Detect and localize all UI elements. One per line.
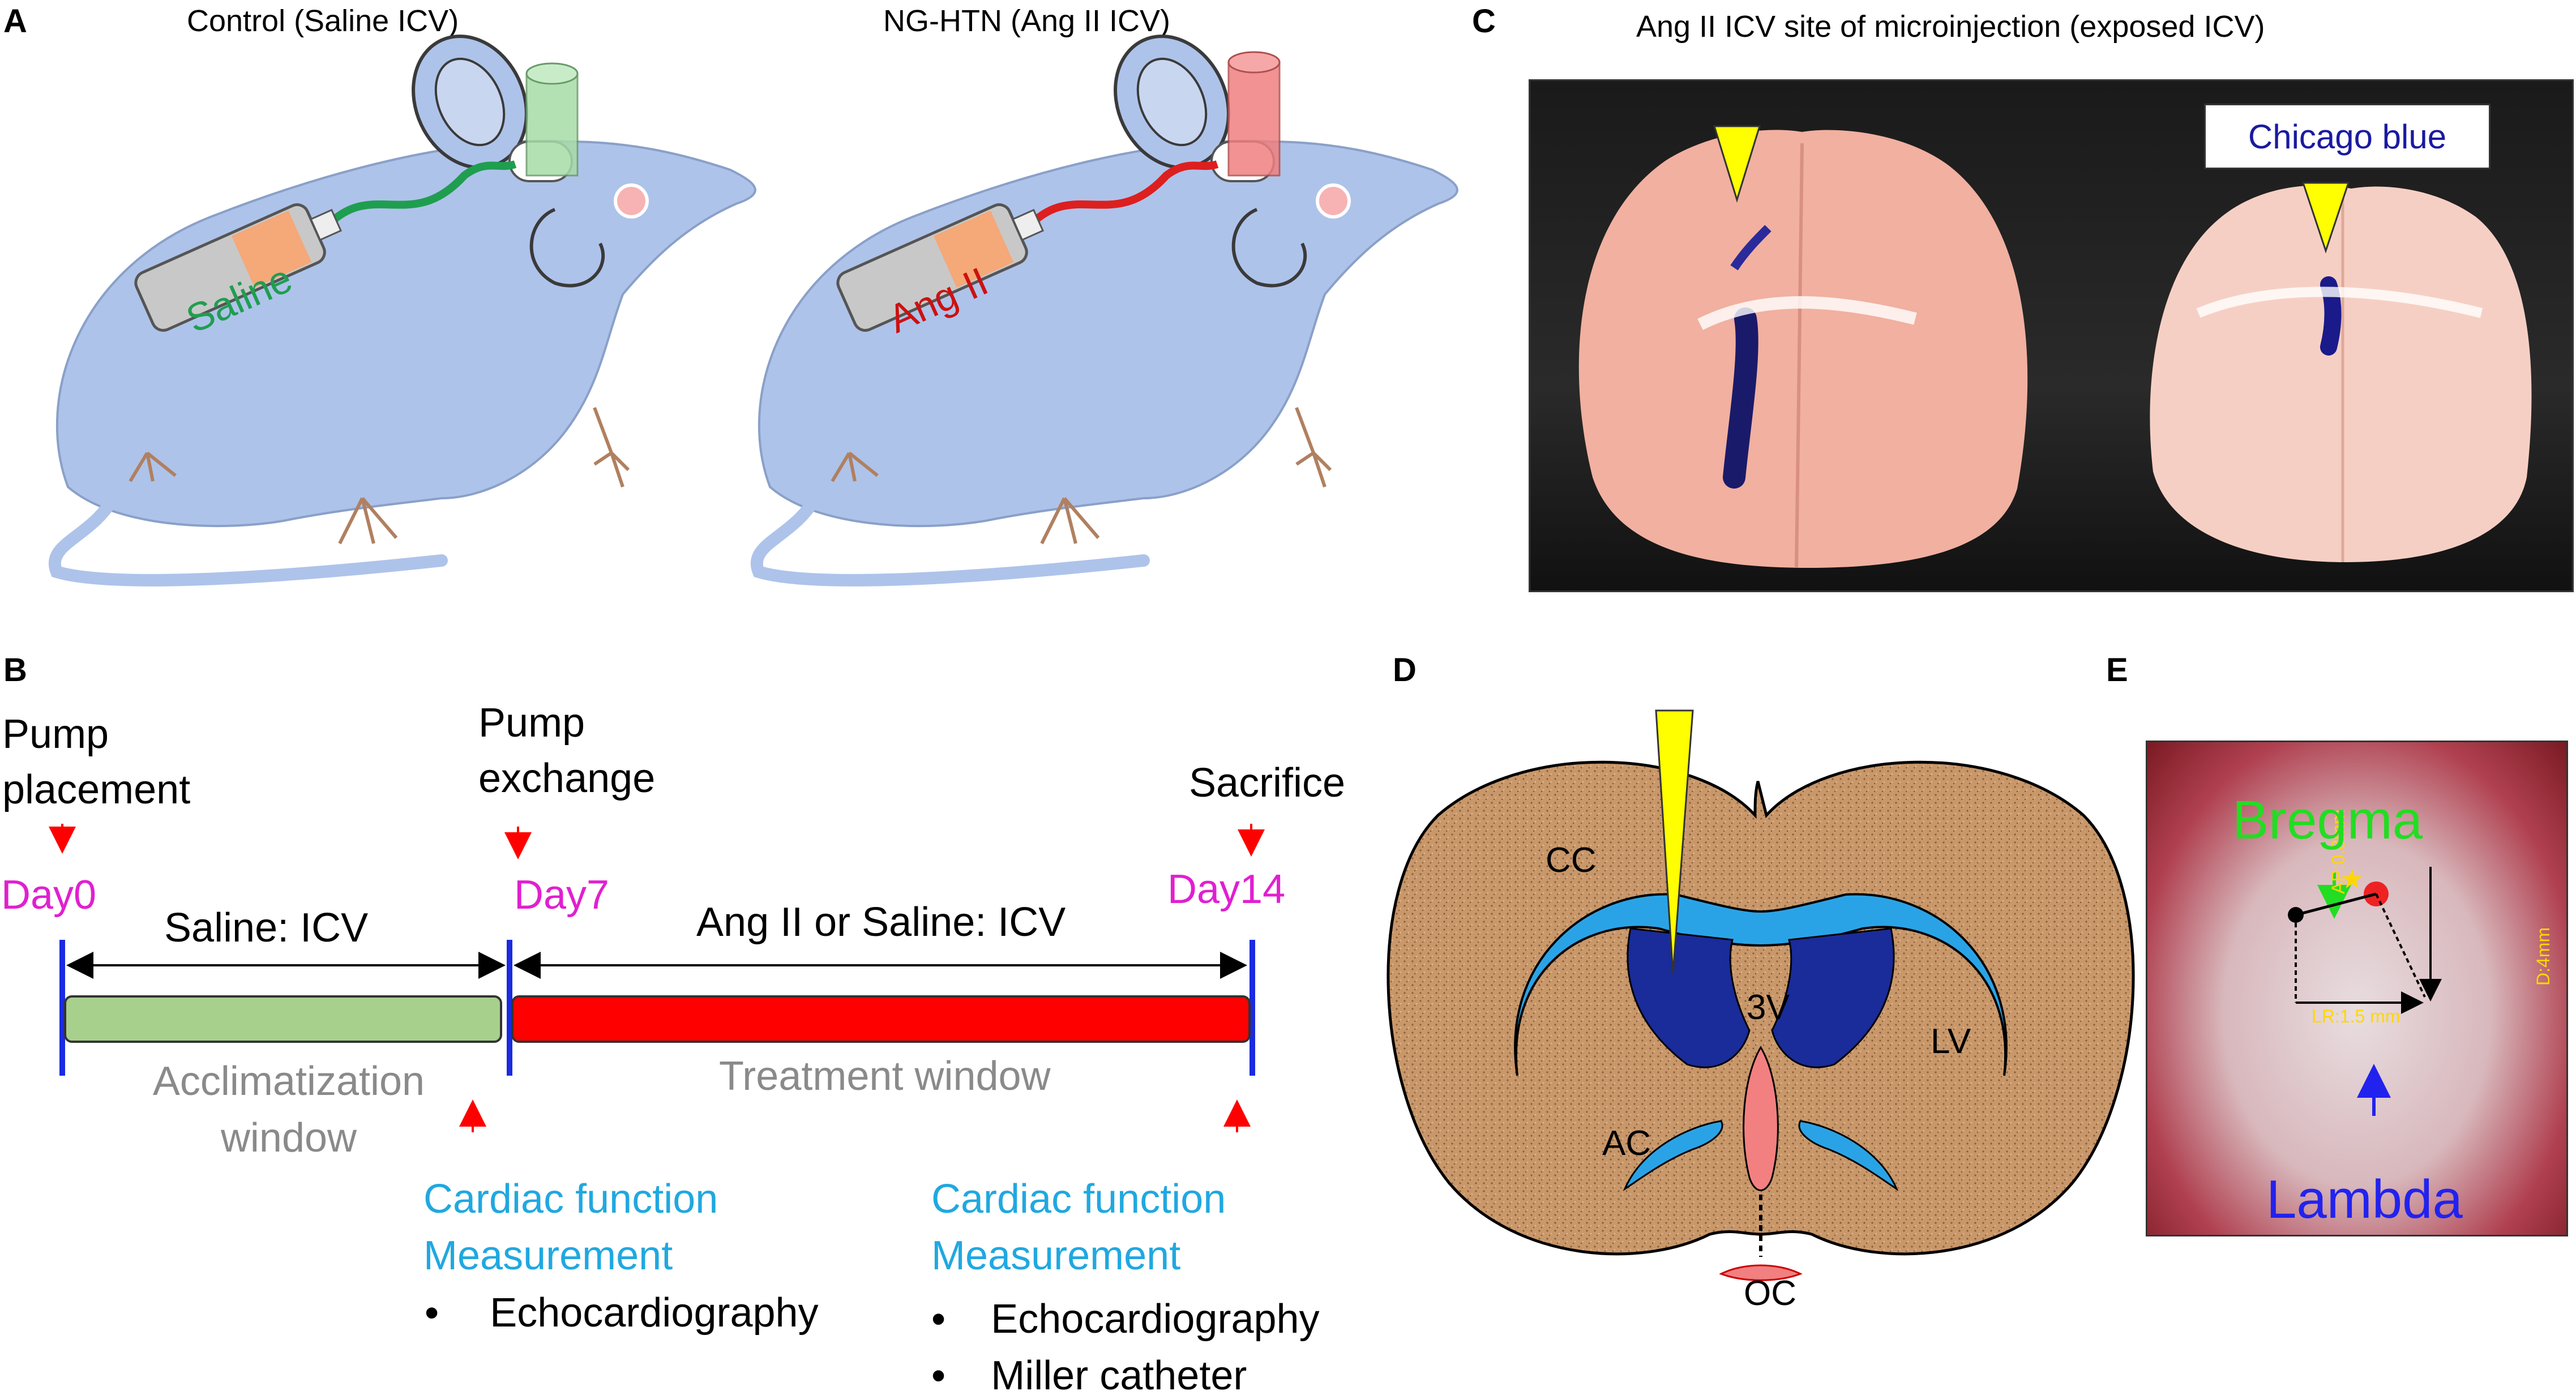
skull-photo: ★ AP:0.8mm LR:1.5 mm D:4mm Bregma Lambda — [2146, 741, 2568, 1236]
cc-label: CC — [1546, 841, 1597, 880]
pump-placement-label: Pump placement — [2, 707, 190, 818]
d-dashed — [2375, 893, 2426, 998]
pump-placement-line2: placement — [2, 767, 191, 812]
day14-label: Day14 — [1167, 867, 1286, 912]
acclimatization-line2: window — [220, 1115, 357, 1161]
cardiac2-label: Cardiac function Measurement — [931, 1171, 1226, 1284]
panel-e-letter: E — [2106, 652, 2128, 688]
bullet2-miller: Miller catheter — [991, 1353, 1247, 1395]
oc-label: OC — [1744, 1274, 1796, 1313]
star-icon: ★ — [2340, 865, 2364, 895]
acclimatization-line1: Acclimatization — [152, 1059, 425, 1104]
panel-c-title: Ang II ICV site of microinjection (expos… — [1636, 10, 2265, 44]
chicago-blue-label: Chicago blue — [2248, 117, 2447, 156]
cardiac2-line1: Cardiac function — [931, 1176, 1226, 1222]
bullet: • — [931, 1296, 946, 1342]
skull-annotations: ★ AP:0.8mm LR:1.5 mm D:4mm Bregma Lambda — [2232, 790, 2553, 1230]
pump-placement-line1: Pump — [2, 712, 109, 757]
htn-mouse-illustration — [751, 35, 1458, 587]
acclimatization-label: Acclimatization window — [119, 1053, 459, 1166]
ap-label: AP:0.8mm — [2328, 810, 2348, 894]
bullet: • — [425, 1290, 439, 1336]
cardiac2-line2: Measurement — [931, 1233, 1181, 1278]
bullet-list-1: • Echocardiography — [425, 1290, 819, 1336]
sacrifice-label: Sacrifice — [1189, 760, 1346, 806]
lv-label: LV — [1931, 1022, 1971, 1061]
day0-label: Day0 — [1, 872, 97, 918]
bregma-label: Bregma — [2232, 790, 2423, 850]
pump-exchange-line1: Pump — [478, 700, 585, 746]
bullet: • — [931, 1353, 946, 1395]
pump-exchange-label: Pump exchange — [478, 695, 655, 806]
saline-icv-label: Saline: ICV — [164, 905, 369, 951]
panel-a-letter: A — [3, 3, 27, 40]
panel-c-letter: C — [1472, 3, 1496, 40]
brain-photo-drawing — [1578, 125, 2532, 568]
bullet1-echo: Echocardiography — [490, 1290, 819, 1336]
brain-section-photo: Chicago blue — [1529, 79, 2574, 592]
treatment-bar — [511, 995, 1251, 1043]
bullet2-echo: Echocardiography — [991, 1296, 1320, 1342]
bullet-list-2: • Echocardiography • Miller catheter — [931, 1291, 1320, 1395]
control-mouse-illustration — [49, 35, 756, 587]
panel-b-letter: B — [3, 652, 27, 688]
treatment-window-label: Treatment window — [719, 1054, 1051, 1099]
third-ventricle-label: 3V — [1747, 988, 1790, 1027]
angii-saline-icv-label: Ang II or Saline: ICV — [696, 900, 1066, 945]
acclimatization-bar — [64, 995, 502, 1043]
chicago-blue-label-box: Chicago blue — [2204, 104, 2491, 169]
cardiac1-line2: Measurement — [423, 1233, 673, 1278]
htn-title: NG-HTN (Ang II ICV) — [883, 4, 1171, 38]
pump-exchange-line2: exchange — [478, 756, 656, 801]
day7-label: Day7 — [514, 872, 610, 918]
lr-label: LR:1.5 mm — [2312, 1006, 2400, 1026]
panel-d-letter: D — [1393, 652, 1417, 688]
cardiac1-line1: Cardiac function — [423, 1176, 718, 1222]
cardiac1-label: Cardiac function Measurement — [423, 1171, 718, 1284]
ac-label: AC — [1602, 1124, 1651, 1163]
lambda-label: Lambda — [2266, 1169, 2463, 1230]
offset-line — [2295, 892, 2377, 917]
d-label: D:4mm — [2533, 927, 2553, 986]
control-title: Control (Saline ICV) — [187, 4, 459, 38]
